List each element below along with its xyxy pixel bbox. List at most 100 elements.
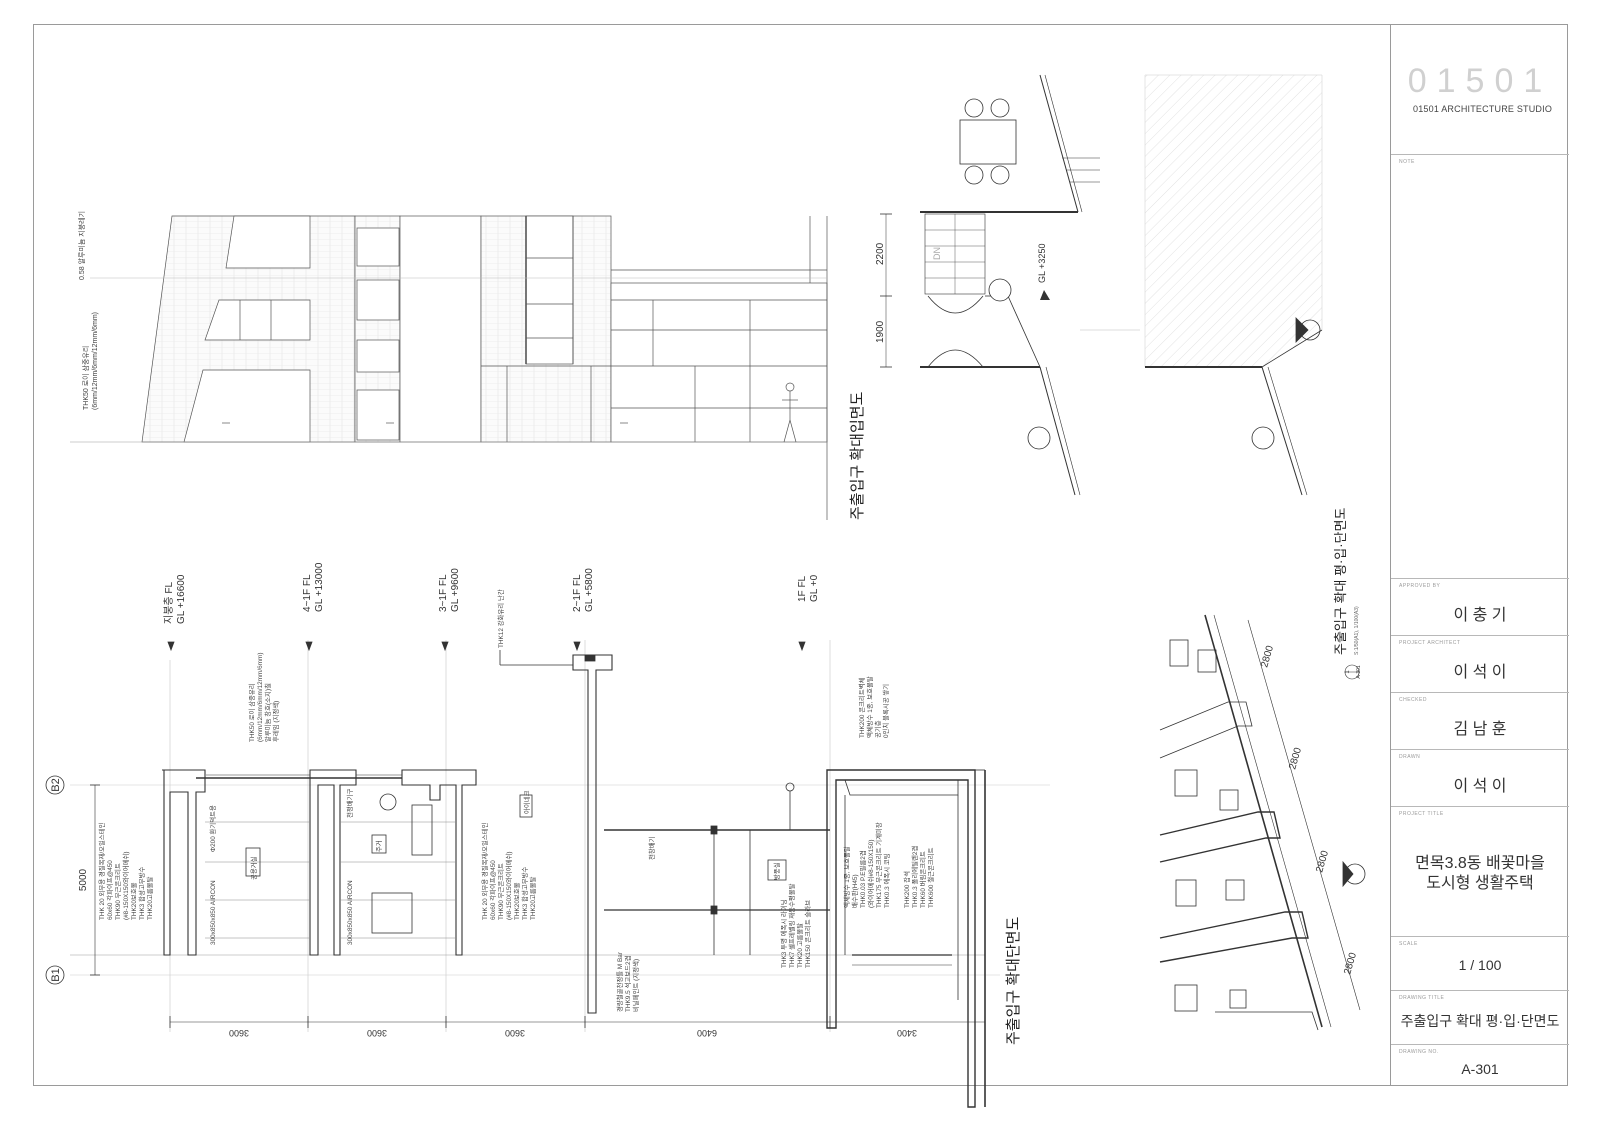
- note-rb-5: THK175 무근콘크리트 기계미장: [874, 822, 883, 908]
- axis-b1-label: B1: [50, 968, 62, 981]
- drawn-cell: DRAWN 이 석 이: [1391, 749, 1569, 806]
- studio-name: 01501 ARCHITECTURE STUDIO: [1413, 104, 1553, 114]
- note-rb-9: THK60 버림콘크리트: [918, 851, 927, 908]
- architect-value: 이 석 이: [1453, 664, 1507, 681]
- note-bot-1: THK3 투명 에폭시 라이닝: [779, 899, 788, 968]
- note-rb-4: (와이어메쉬#8-150X150): [866, 840, 875, 908]
- elevation-drawing: [70, 215, 828, 520]
- plan-ref-num: 1: [1345, 670, 1351, 674]
- plan-title: 주출입구 확대 평·입·단면도: [1333, 508, 1348, 655]
- scale-label: SCALE: [1399, 941, 1418, 947]
- project-title-label: PROJECT TITLE: [1399, 811, 1444, 817]
- plan-ref-bubble: 1 A-301: [1344, 664, 1362, 680]
- note-glass-2: (6mm/12mm/6mm/12mm/6mm): [92, 312, 99, 410]
- note-ceil-3: 비닐페인트 (지정색): [631, 959, 640, 1012]
- note-cell: NOTE: [1391, 154, 1569, 578]
- note-bot-2: THK7 셀프레벨링 재동수평몰탈: [787, 883, 796, 968]
- note-pipe: Φ200 환기덕트용: [208, 805, 217, 852]
- title-block: 01501 01501 ARCHITECTURE STUDIO NOTE APP…: [1390, 24, 1569, 1086]
- checked-label: CHECKED: [1399, 697, 1427, 703]
- level-4f-name: 4~1F FL: [302, 574, 313, 612]
- note-glass-c: 알루미늄 창호(소지)칠: [263, 683, 272, 742]
- level-3f-gl: GL +9600: [450, 568, 461, 612]
- drawing-no-cell: DRAWING NO. A-301: [1391, 1044, 1569, 1086]
- scale-cell: SCALE 1 / 100: [1391, 936, 1569, 990]
- note-rb-2: 배수판(H45): [850, 874, 859, 908]
- approved-label: APPROVED BY: [1399, 583, 1441, 589]
- approved-value: 이 충 기: [1453, 607, 1507, 624]
- note-mid-2: 60x60 각파이프@450: [488, 860, 497, 920]
- note-rb-8: THK0.3 폴리에틸렌2겹: [910, 846, 919, 908]
- note-label: NOTE: [1399, 159, 1415, 165]
- plan-ref-sheet: A-301: [1356, 665, 1362, 679]
- note-ceil-1: 경량철골천정틀 M Bar: [615, 951, 624, 1012]
- note-glass-b: (6mm/12mm/6mm/12mm/6mm): [257, 653, 264, 742]
- plan-gl: GL +3250: [1037, 244, 1047, 283]
- dim-bottom-1: 3600: [229, 1028, 249, 1038]
- plan-dim-1900: 1900: [875, 320, 886, 343]
- level-2f-name: 2~1F FL: [572, 574, 583, 612]
- elevation-title: 주출입구 확대입면도: [849, 391, 866, 520]
- drawing-no-value: A-301: [1461, 1061, 1499, 1077]
- axis-b2-label: B2: [50, 778, 62, 791]
- unit-dim-4: 2800: [1342, 951, 1359, 976]
- checked-value: 김 남 훈: [1453, 721, 1507, 738]
- note-left-5: THK20보호몰: [130, 882, 138, 920]
- axis-markers: B2 B1 5000: [45, 775, 89, 985]
- drawing-title-value: 주출입구 확대 평·입·단면도: [1400, 1013, 1560, 1029]
- note-wall-r1: THK200 콘크리트벽체: [857, 677, 866, 738]
- unit-plan-dims: 2800 2800 2800 2800: [1259, 644, 1359, 976]
- plan-scale: S:1/50(A1), 1/100(A3): [1354, 606, 1360, 655]
- drawing-sheet-border: [33, 24, 1568, 1086]
- unit-dim-3: 2800: [1314, 849, 1331, 874]
- note-rb-6: THK0.3 에폭시 코팅: [882, 853, 891, 908]
- note-rb-3: THK0.03 P.E필름2겹: [859, 850, 867, 908]
- elevation-notes: 0.58 알루미늄 지붕레기 THK50 로이 삼중유리 (6mm/12mm/6…: [77, 211, 99, 410]
- unit-dim-1: 2800: [1259, 644, 1276, 669]
- note-aircon-1: 300x850x850 AIRCON: [210, 880, 217, 945]
- axis-height-dim: 5000: [78, 868, 89, 891]
- unit-dim-2: 2800: [1287, 746, 1304, 771]
- level-4f-gl: GL +13000: [314, 562, 325, 612]
- note-left-4: (#8-150X150와이어메쉬): [121, 852, 130, 920]
- dim-bottom-4: 6400: [697, 1028, 717, 1038]
- note-left-2: 60x60 각파이프@450: [105, 860, 114, 920]
- drawn-label: DRAWN: [1399, 754, 1421, 760]
- project-title-cell: PROJECT TITLE 면목3.8동 배꽃마을 도시형 생활주택: [1391, 806, 1569, 936]
- note-rail: THK12 강화유리 난간: [496, 589, 505, 648]
- note-wall-r3: 공기층: [873, 720, 882, 738]
- room-label-6: 방풍실: [772, 862, 781, 880]
- dim-bottom-5: 3400: [897, 1028, 917, 1038]
- approved-cell: APPROVED BY 이 충 기: [1391, 578, 1569, 635]
- room-label-2: 주거: [374, 840, 383, 852]
- note-glass-1: THK50 로이 삼중유리: [81, 346, 90, 410]
- section-bottom-dimensions: 3600 3600 3600 6400 3400: [229, 1028, 917, 1038]
- scale-value: 1 / 100: [1458, 957, 1502, 973]
- note-glass-d: 후레임 (지정색): [271, 701, 280, 742]
- project-title-line-1: 면목3.8동 배꽃마을: [1415, 855, 1545, 872]
- note-rb-10: THK600 철근콘크리트: [926, 847, 935, 908]
- note-aircon-2: 300x850x850 AIRCON: [347, 880, 354, 945]
- room-label-1: 공용거실: [249, 856, 258, 880]
- note-wall-r4: 0인치 블록시공 쌓기: [881, 684, 890, 738]
- axis-b2-circle: [45, 775, 65, 795]
- level-3f-name: 3~1F FL: [438, 574, 449, 612]
- plan-dn: DN: [932, 247, 942, 260]
- entrance-plan: [880, 74, 1323, 496]
- note-bot-3: THK20 고름몰탈: [796, 923, 804, 968]
- room-label-4: 아이네크: [522, 790, 531, 814]
- note-mid-1: THK 20 외부용 경질목재/오일스테인: [480, 822, 489, 920]
- level-roof-gl: GL +16600: [176, 574, 187, 624]
- room-label-7: 천창배기: [647, 836, 656, 860]
- drawn-value: 이 석 이: [1453, 778, 1507, 795]
- note-left-1: THK 20 외부용 경질목재/오일스테인: [97, 822, 106, 920]
- drawing-title-label: DRAWING TITLE: [1399, 995, 1445, 1001]
- room-label-3: 천정배기구: [345, 788, 354, 818]
- dim-bottom-2: 3600: [367, 1028, 387, 1038]
- dim-bottom-3: 3600: [505, 1028, 525, 1038]
- checked-cell: CHECKED 김 남 훈: [1391, 692, 1569, 749]
- entrance-plan-labels: 2200 1900 GL +3250 DN: [875, 242, 1047, 343]
- note-glass-a: THK50 로이 삼중유리: [247, 683, 256, 742]
- note-mid-6: THK3 합성고무방수: [520, 866, 529, 920]
